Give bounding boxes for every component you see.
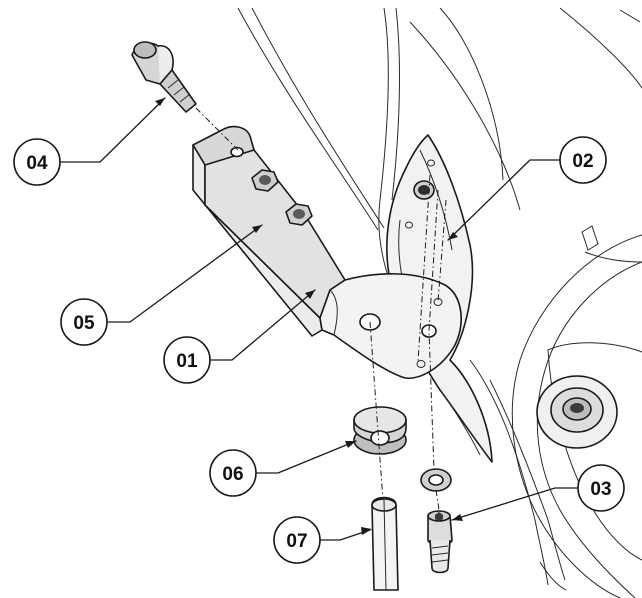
callout-01: 01	[163, 336, 211, 384]
callout-07-label: 07	[286, 531, 307, 552]
callout-01-label: 01	[176, 351, 198, 372]
part-05-nuts	[251, 169, 313, 226]
assembly-center-lines	[195, 107, 447, 511]
part-03-screw	[427, 510, 453, 574]
callout-04: 04	[13, 138, 61, 186]
callout-06-label: 06	[222, 464, 243, 485]
part-07-pin	[371, 496, 399, 591]
leader-lines	[59, 97, 579, 541]
callout-02: 02	[559, 136, 607, 184]
callout-02-label: 02	[572, 151, 593, 172]
drum-hub	[536, 375, 618, 449]
callout-05-label: 05	[73, 313, 95, 334]
callout-04-label: 04	[26, 153, 48, 174]
callout-05: 05	[60, 298, 108, 346]
callout-06: 06	[209, 449, 257, 497]
part-06-grommet	[353, 406, 407, 455]
callout-03-label: 03	[590, 479, 611, 500]
callout-07: 07	[273, 516, 321, 564]
part-04-bolt	[131, 41, 197, 113]
callout-03: 03	[577, 464, 625, 512]
part-01-bracket	[192, 125, 462, 379]
part-03-washer	[420, 468, 452, 492]
